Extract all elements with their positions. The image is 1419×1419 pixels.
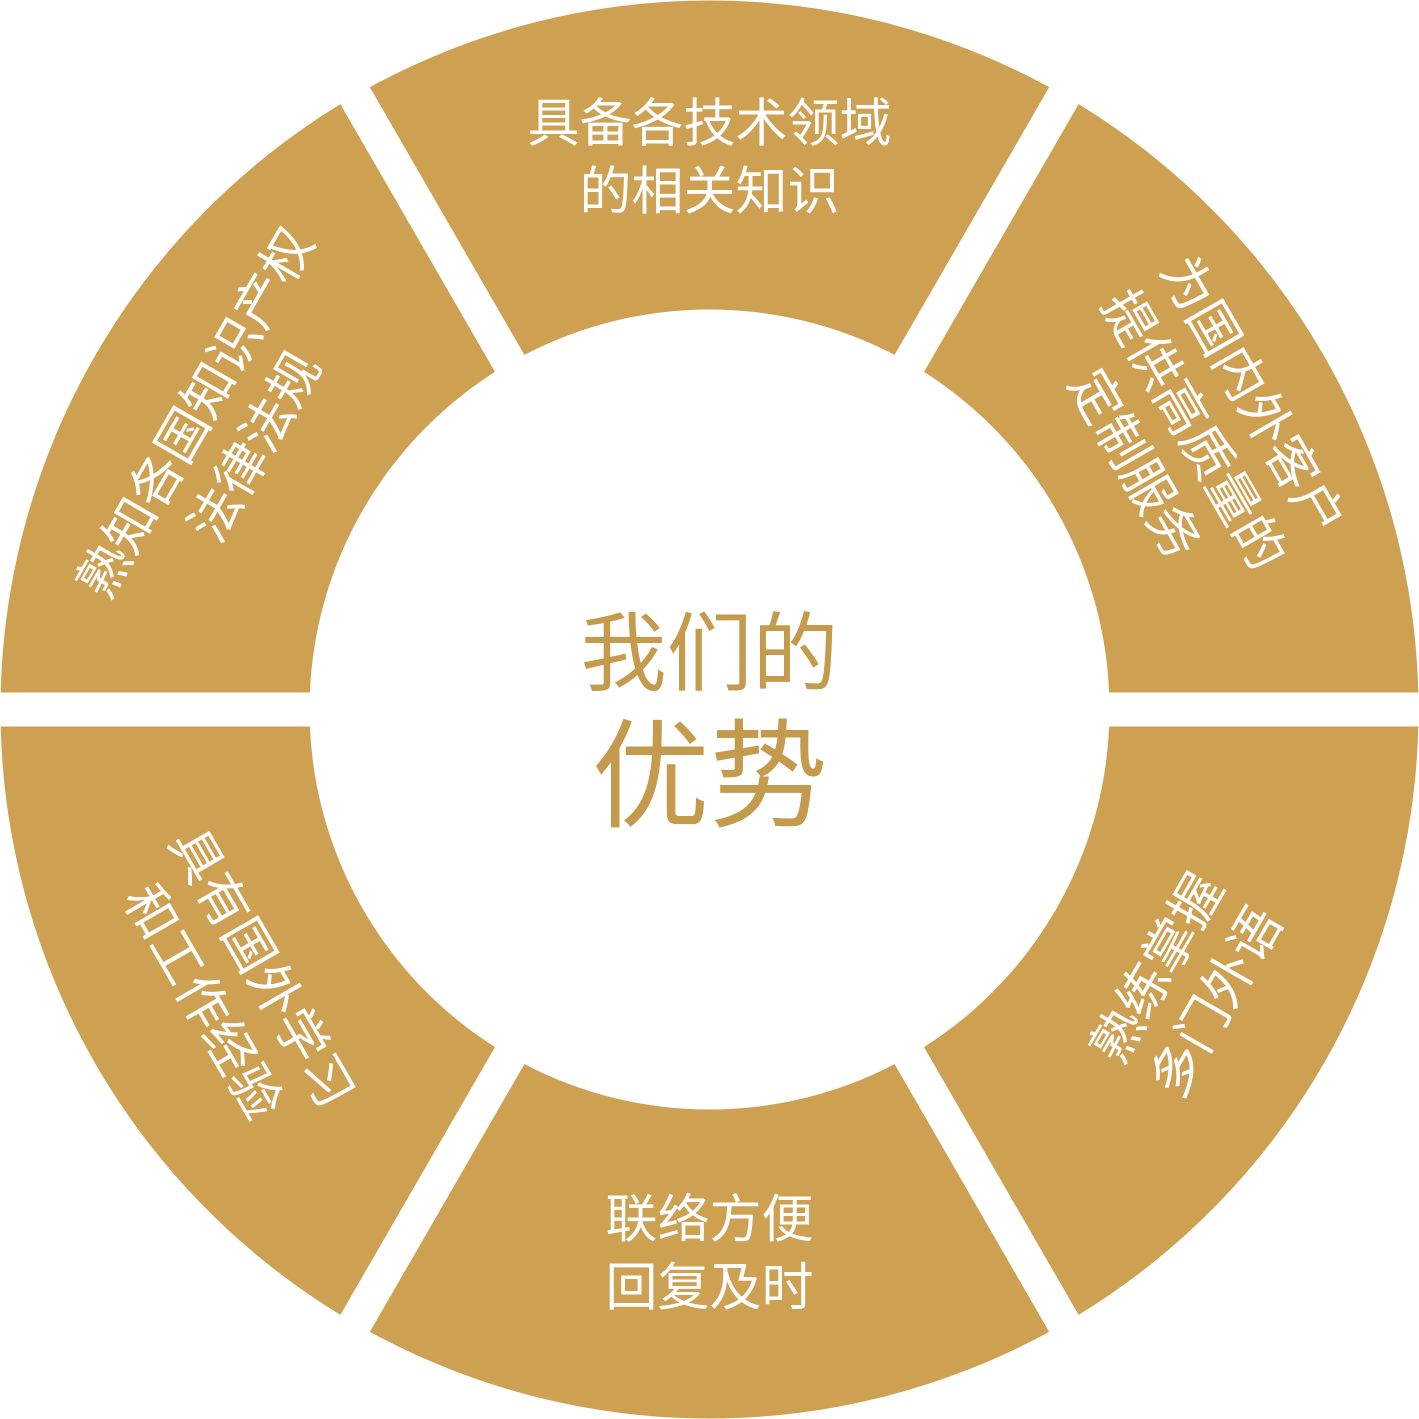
segment-bottom — [369, 1064, 1050, 1419]
segment-top-line-1: 具备各技术领域 — [527, 95, 891, 155]
segment-bottom-line-2: 回复及时 — [605, 1259, 813, 1319]
segment-lower-left — [0, 726, 495, 1315]
segment-lower-right — [924, 726, 1419, 1315]
segment-upper-right — [924, 104, 1419, 693]
center-title-line1: 我们的 — [581, 604, 839, 704]
segment-upper-left — [0, 104, 495, 693]
segment-bottom-line-1: 联络方便 — [605, 1191, 813, 1251]
segment-top-line-2: 的相关知识 — [579, 163, 839, 223]
segment-top — [369, 0, 1050, 355]
center-title-line2: 优势 — [591, 708, 827, 846]
center-title: 我们的 优势 — [581, 604, 839, 846]
